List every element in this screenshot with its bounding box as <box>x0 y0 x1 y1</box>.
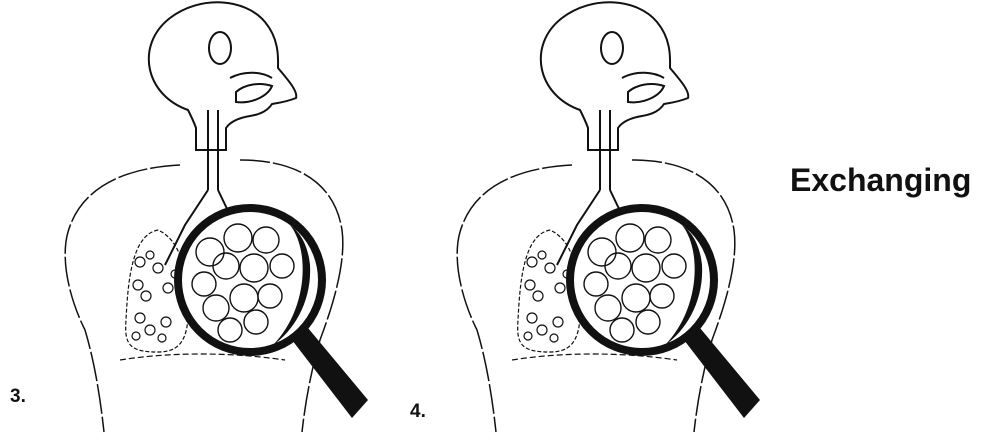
caption-word: Exchanging <box>790 162 971 199</box>
respiratory-figure-panel-3 <box>40 0 440 448</box>
panel-number-4: 4. <box>410 401 426 423</box>
respiratory-diagram-4 <box>432 0 832 448</box>
respiratory-figure-panel-4 <box>432 0 832 448</box>
panel-number-3: 3. <box>10 386 26 408</box>
respiratory-diagram-3 <box>40 0 440 448</box>
